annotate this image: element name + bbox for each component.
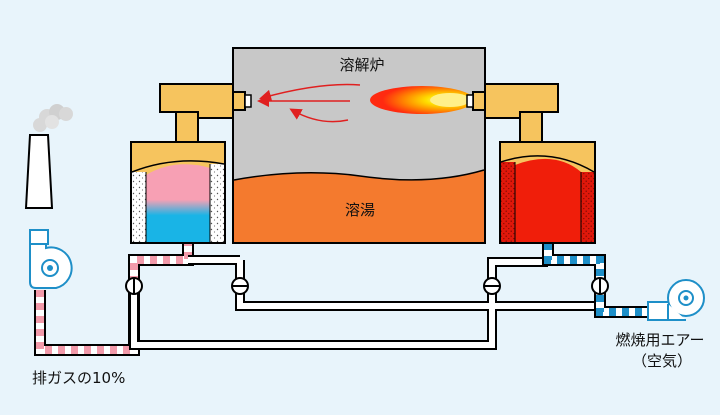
valve-icon [125,277,143,295]
air-duct [542,243,650,318]
valve-icon [591,277,609,295]
valve-icon [483,277,501,295]
flame-icon [370,86,474,114]
valve-icon [231,277,249,295]
exhaust-fan-icon [29,229,73,289]
molten-metal-label: 溶湯 [345,201,375,219]
left-burner [159,83,252,143]
left-regenerator [130,141,226,244]
air-blower-icon [647,279,705,321]
melting-furnace [232,47,486,244]
combustion-air-label: 燃焼用エアー [615,331,704,349]
right-burner [466,83,559,143]
furnace-label: 溶解炉 [339,56,384,74]
chimney [24,104,73,209]
exhaust-label: 排ガスの10% [32,369,125,387]
switching-piping [129,255,605,350]
right-regenerator [499,141,596,244]
combustion-air-sublabel: （空気） [632,352,692,370]
flow-arrows [257,83,361,123]
